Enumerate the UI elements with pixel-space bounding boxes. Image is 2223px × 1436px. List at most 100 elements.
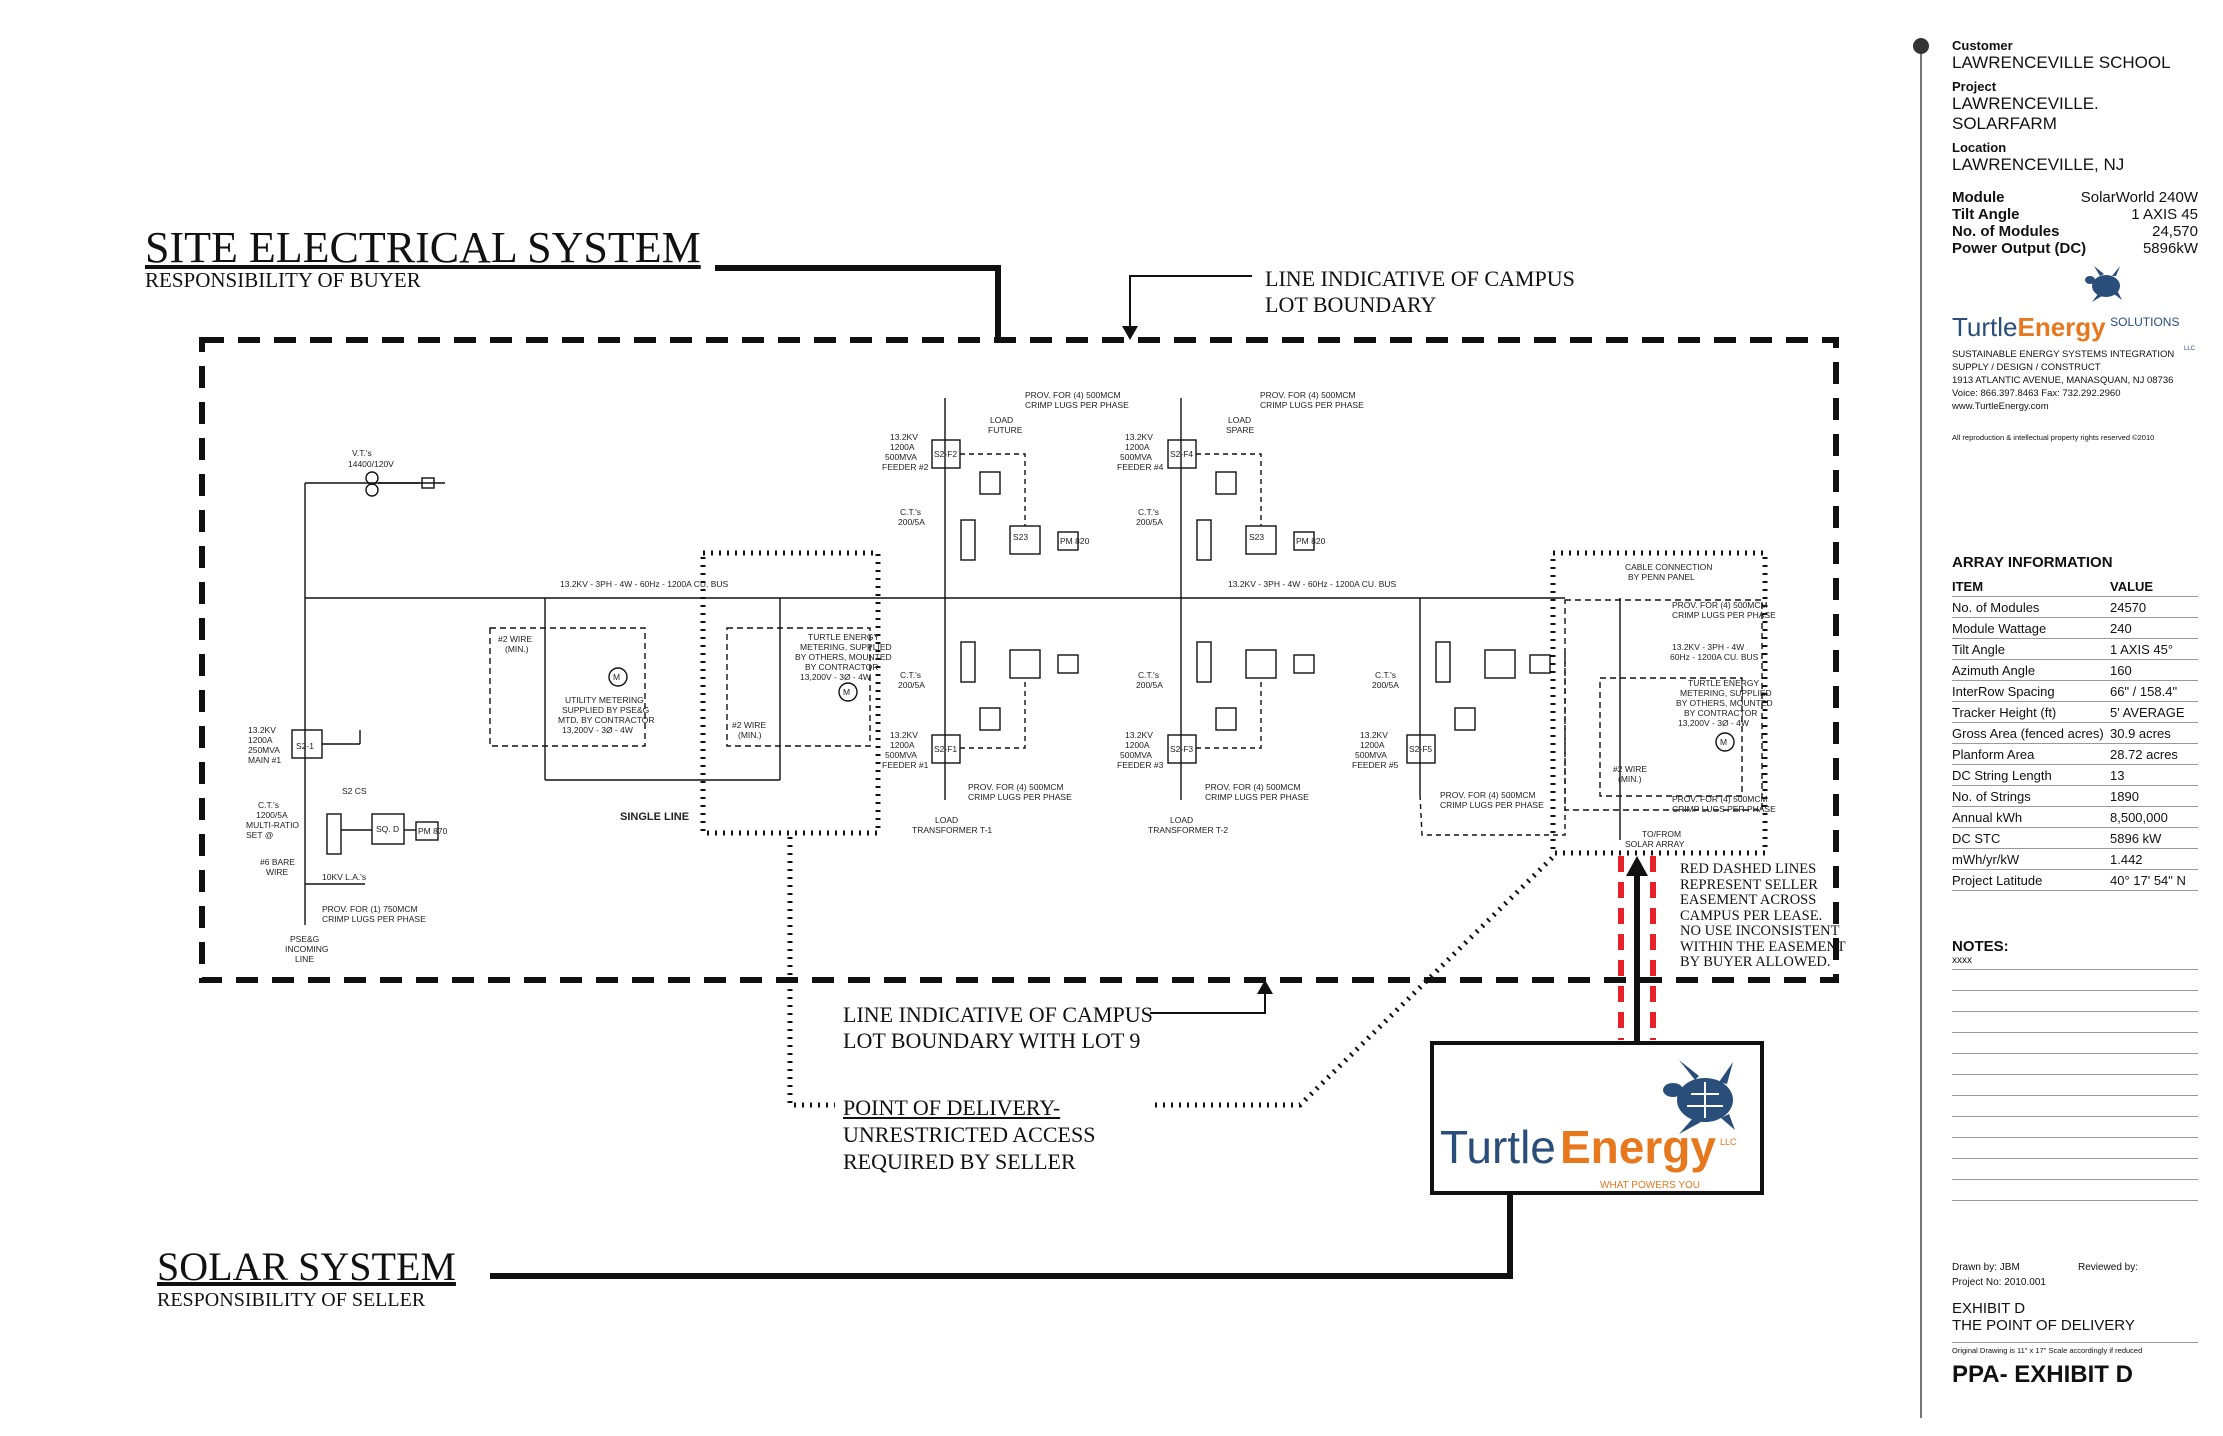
array-value: 66" / 158.4" (2110, 680, 2198, 702)
logo-turtle-icon (1663, 1060, 1735, 1134)
turtle-icon (2085, 266, 2122, 302)
f3-ct-2: 200/5A (1136, 680, 1163, 690)
red-easement-note: RED DASHED LINES REPRESENT SELLER EASEME… (1680, 861, 1846, 971)
tag-s23-f4: S23 (1249, 532, 1264, 542)
tag-m-te: M (843, 687, 850, 697)
logo-brand-b: Energy (1560, 1121, 1716, 1173)
notes: NOTES: xxxx (1952, 938, 2198, 1201)
array-title: ARRAY INFORMATION (1952, 554, 2113, 571)
note-line (1952, 1033, 2198, 1054)
array-item: No. of Strings (1952, 785, 2110, 807)
spec-value: 1 AXIS 45 (2131, 206, 2198, 223)
logo-tagline: WHAT POWERS YOU (1600, 1180, 1700, 1191)
array-item: Gross Area (fenced acres) (1952, 722, 2110, 744)
ppa-exhibit: PPA- EXHIBIT D (1952, 1361, 2133, 1388)
tag-s2cs: S2 CS (342, 786, 367, 796)
titleblock-border (1920, 48, 1922, 1418)
te-meter-4: BY CONTRACTOR (805, 662, 878, 672)
f5-ct-1: C.T.'s (1375, 670, 1396, 680)
original-note: Original Drawing is 11" x 17" Scale acco… (1952, 1342, 2198, 1355)
array-item: Project Latitude (1952, 869, 2110, 891)
boundary-callout-leader (1129, 275, 1252, 330)
company-line: www.TurtleEnergy.com (1952, 401, 2049, 412)
spec-value: 5896kW (2142, 240, 2198, 257)
array-item: DC STC (1952, 827, 2110, 849)
tag-s2-f4: S2-F4 (1170, 449, 1193, 459)
util-meter-4: 13,200V - 3Ø - 4W (562, 725, 633, 735)
bus-solar-2: 60Hz - 1200A CU. BUS (1670, 652, 1759, 662)
notes-title: NOTES: (1952, 938, 2009, 955)
exhibit-line-1: EXHIBIT D (1952, 1300, 2026, 1317)
note-line (1952, 1075, 2198, 1096)
solar-prov-2: CRIMP LUGS PER PHASE (1672, 610, 1776, 620)
array-item: Annual kWh (1952, 806, 2110, 828)
tag-s2-f2: S2-F2 (934, 449, 957, 459)
f1-rating-3: 500MVA (885, 750, 917, 760)
pod-line-1: POINT OF DELIVERY- (843, 1095, 1061, 1120)
company-line: SUSTAINABLE ENERGY SYSTEMS INTEGRATION (1952, 349, 2175, 360)
array-item: Azimuth Angle (1952, 659, 2110, 681)
site-title: SITE ELECTRICAL SYSTEM (145, 223, 701, 272)
company-brand-c: SOLUTIONS (2110, 315, 2180, 329)
reviewed-by: Reviewed by: (2077, 1262, 2138, 1273)
note-line (1952, 1117, 2198, 1138)
f3-prov-2: CRIMP LUGS PER PHASE (1205, 792, 1309, 802)
solar-te-meter-1: TURTLE ENERGY (1688, 678, 1759, 688)
red-note-3: EASEMENT ACROSS (1680, 892, 1817, 908)
load-t1-2: TRANSFORMER T-1 (912, 825, 992, 835)
pod-dotted-leader-right (1155, 853, 1557, 1108)
customer-label: Customer (1952, 38, 2013, 53)
note-line (1952, 1012, 2198, 1033)
f3-rating-3: 500MVA (1120, 750, 1152, 760)
vts-label: V.T.'s (352, 448, 372, 458)
f1-rating-1: 13.2KV (890, 730, 918, 740)
bus-label-right: 13.2KV - 3PH - 4W - 60Hz - 1200A CU. BUS (1228, 579, 1397, 589)
array-value: 1 AXIS 45° (2110, 638, 2198, 660)
f1-rating-2: 1200A (890, 740, 915, 750)
main-ct-4: SET @ (246, 830, 273, 840)
bare-wire-1: #6 BARE (260, 857, 295, 867)
red-note-5: NO USE INCONSISTENT (1680, 923, 1840, 939)
array-value: 1890 (2110, 785, 2198, 807)
project-no: Project No: 2010.001 (1952, 1277, 2046, 1288)
tag-sqd: SQ. D (376, 824, 399, 834)
tag-pm820-f2: PM 820 (1060, 536, 1090, 546)
array-item: Module Wattage (1952, 617, 2110, 639)
spec-row: Power Output (DC)5896kW (1952, 240, 2198, 257)
f5-rating-1: 13.2KV (1360, 730, 1388, 740)
pod-line-2: UNRESTRICTED ACCESS (843, 1122, 1096, 1147)
load-t1-1: LOAD (935, 815, 958, 825)
f3-feeder: FEEDER #3 (1117, 760, 1164, 770)
tag-s23-f2: S23 (1013, 532, 1028, 542)
schematic-labels: 13.2KV - 3PH - 4W - 60Hz - 1200A CU. BUS… (246, 390, 1776, 964)
project-value: LAWRENCEVILLE. SOLARFARM (1952, 94, 2099, 133)
load-future-1: LOAD (990, 415, 1013, 425)
array-value: 28.72 acres (2110, 743, 2198, 765)
note-line (1952, 1096, 2198, 1117)
load-t2-2: TRANSFORMER T-2 (1148, 825, 1228, 835)
company-llc: LLC (2184, 346, 2196, 352)
site-diagram: 13.2KV - 3PH - 4W - 60Hz - 1200A CU. BUS… (199, 265, 1839, 1279)
f2-prov-1: PROV. FOR (4) 500MCM (1025, 390, 1121, 400)
solar-te-meter-2: METERING, SUPPLIED (1680, 688, 1772, 698)
spec-value: SolarWorld 240W (2080, 189, 2198, 206)
f1-ct-1: C.T.'s (900, 670, 921, 680)
util-meter-2: SUPPLIED BY PSE&G (562, 705, 649, 715)
solar-wire2-1: #2 WIRE (1613, 764, 1647, 774)
campus-boundary (199, 337, 1839, 983)
company-brand-a: Turtle (1952, 312, 2018, 342)
f2-rating-1: 13.2KV (890, 432, 918, 442)
f4-prov-1: PROV. FOR (4) 500MCM (1260, 390, 1356, 400)
bare-wire-2: WIRE (266, 867, 289, 877)
f2-prov-2: CRIMP LUGS PER PHASE (1025, 400, 1129, 410)
tag-s2-f3: S2-F3 (1170, 744, 1193, 754)
array-value: 1.442 (2110, 848, 2198, 870)
titleblock-footer: Drawn by: JBM Reviewed by: Project No: 2… (1952, 1262, 2198, 1389)
drawn-row: Drawn by: JBM Reviewed by: (1952, 1262, 2198, 1273)
lot9-line-2: LOT BOUNDARY WITH LOT 9 (843, 1028, 1141, 1053)
